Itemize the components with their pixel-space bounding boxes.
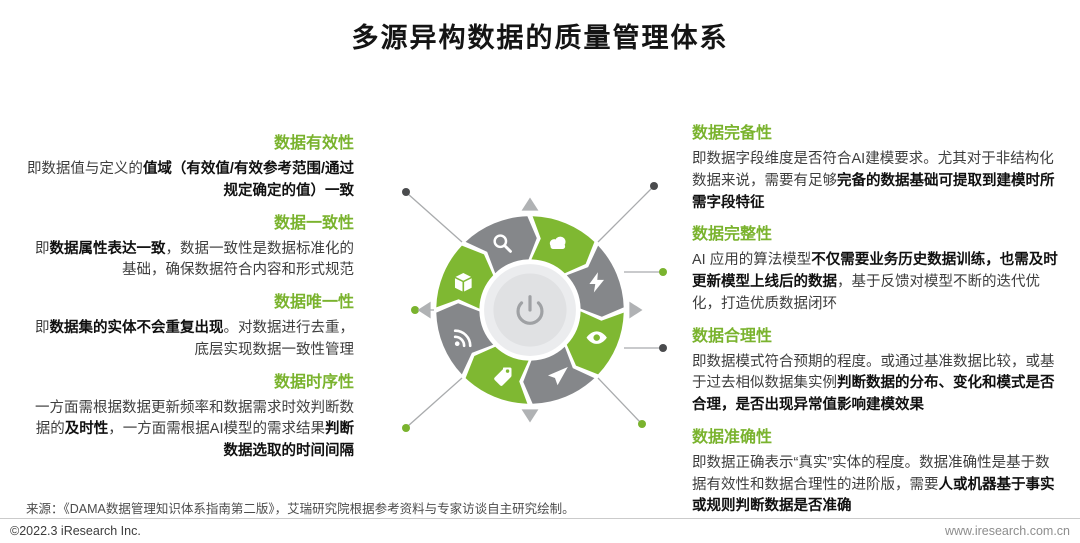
wheel-segment-search [465,216,537,274]
section-data-consistency: 数据一致性 即数据属性表达一致，数据一致性是数据标准化的基础，确保数据符合内容和… [26,214,354,283]
source-note: 来源：《DAMA数据管理知识体系指南第二版》，艾瑞研究院根据参考资料与专家访谈自… [26,502,575,516]
section-body: 一方面需根据数据更新频率和数据需求时效判断数据的及时性，一方面需根据AI模型的需… [35,399,354,460]
section-body: 即数据属性表达一致，数据一致性是数据标准化的基础，确保数据符合内容和形式规范 [35,240,354,279]
page-title: 多源异构数据的质量管理体系 [351,23,729,53]
section-body: 即数据正确表示“真实”实体的程度。数据准确性是基于数据有效性和数据合理性的进阶版… [692,454,1055,515]
section-data-uniqueness: 数据唯一性 即数据集的实体不会重复出现。对数据进行去重，底层实现数据一致性管理 [26,293,354,362]
section-heading: 数据完整性 [692,226,773,244]
section-data-reasonableness: 数据合理性 即数据模式符合预期的程度。或通过基准数据比较，或基于过去相似数据集实… [692,327,1060,417]
section-heading: 数据合理性 [692,327,773,345]
section-heading: 数据唯一性 [273,294,354,311]
right-column: 数据完备性 即数据字段维度是否符合AI建模要求。尤其对于非结构化数据来说，需要有… [692,124,1060,529]
section-heading: 数据时序性 [273,373,354,391]
triangle-arrow-top-icon [521,197,539,211]
section-body: 即数据模式符合预期的程度。或通过基准数据比较，或基于过去相似数据集实例判断数据的… [692,353,1055,414]
triangle-arrow-right-icon [629,301,643,319]
section-data-validity: 数据有效性 即数据值与定义的值域（有效值/有效参考范围/通过规定确定的值）一致 [26,134,354,203]
wheel-segment-rss [436,303,494,375]
section-body: 即数据值与定义的值域（有效值/有效参考范围/通过规定确定的值）一致 [26,161,354,199]
section-data-completeness: 数据完备性 即数据字段维度是否符合AI建模要求。尤其对于非结构化数据来说，需要有… [692,124,1060,214]
section-data-integrity: 数据完整性 AI 应用的算法模型不仅需要业务历史数据训练，也需及时更新模型上线后… [692,225,1060,315]
footer-website: www.iresearch.com.cn [944,524,1070,538]
triangle-arrow-left-icon [417,301,431,319]
footer-bar: ©2022.3 iResearch Inc. www.iresearch.com… [0,518,1080,543]
left-column: 数据有效性 即数据值与定义的值域（有效值/有效参考范围/通过规定确定的值）一致 … [26,134,354,474]
section-heading: 数据有效性 [273,135,354,152]
footer-copyright: ©2022.3 iResearch Inc. [10,524,141,538]
section-body: 即数据字段维度是否符合AI建模要求。尤其对于非结构化数据来说，需要有足够完备的数… [692,151,1055,211]
wheel-diagram [417,197,643,423]
section-heading: 数据一致性 [273,214,354,232]
section-heading: 数据完备性 [692,125,773,142]
wheel-ring [436,216,624,404]
section-heading: 数据准确性 [692,428,773,446]
section-data-timeliness: 数据时序性 一方面需根据数据更新频率和数据需求时效判断数据的及时性，一方面需根据… [26,373,354,463]
section-body: AI 应用的算法模型不仅需要业务历史数据训练，也需及时更新模型上线后的数据，基于… [692,252,1058,312]
triangle-arrow-bottom-icon [521,409,539,423]
section-data-accuracy: 数据准确性 即数据正确表示“真实”实体的程度。数据准确性是基于数据有效性和数据合… [692,428,1060,518]
section-body: 即数据集的实体不会重复出现。对数据进行去重，底层实现数据一致性管理 [35,320,354,358]
